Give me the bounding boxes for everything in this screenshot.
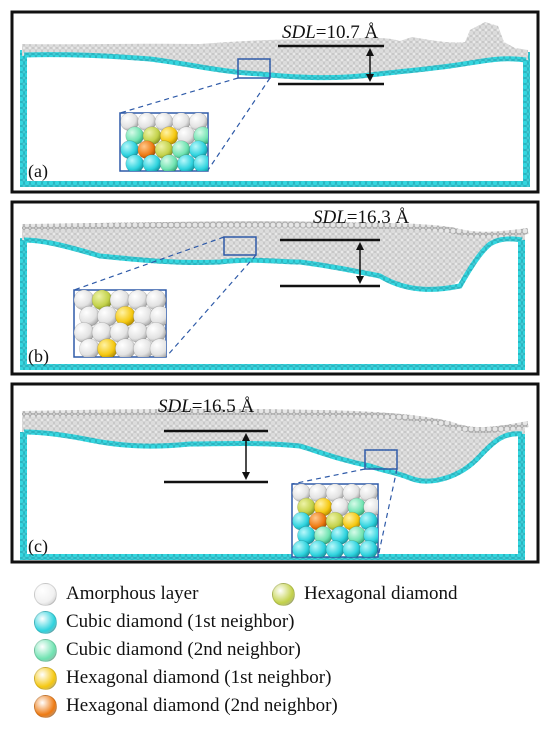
inset-atom-amorphous	[115, 338, 136, 357]
panel-a-interface	[23, 52, 527, 81]
panel-a-frame	[10, 10, 540, 194]
legend-amorphous-layer: Amorphous layer	[34, 581, 198, 607]
inset-atom-cubic-1st	[342, 540, 362, 557]
panel-b-inset-atoms	[74, 290, 166, 357]
panel-c-label: (c)	[28, 536, 48, 557]
legend-cubic-1st-label: Cubic diamond (1st neighbor)	[66, 611, 295, 632]
amorphous-swatch-icon	[34, 582, 57, 606]
panel-b-left-wall	[20, 238, 27, 366]
inset-atom-cubic-1st	[193, 154, 208, 171]
hex-1st-swatch-icon	[34, 666, 57, 690]
panel-b-sdl-label: SDL=16.3 Å	[313, 207, 410, 228]
panel-a-label: (a)	[28, 161, 48, 182]
panel-c-right-wall	[518, 432, 525, 556]
inset-atom-cubic-1st	[125, 154, 145, 171]
inset-atom-cubic-1st	[177, 154, 196, 171]
panel-b-right-wall	[518, 238, 525, 366]
legend-hexagonal-diamond: Hexagonal diamond	[272, 581, 458, 607]
panel-c-highlight-box	[364, 449, 398, 470]
inset-atom-cubic-1st	[308, 540, 328, 557]
panel-a-sdl-arrowhead-up	[366, 48, 374, 56]
panel-a-sdl-label: SDL=10.7 Å	[282, 22, 379, 43]
inset-atom-cubic-2nd	[159, 154, 179, 171]
panel-a-amorphous-layer	[22, 22, 528, 78]
panel-b-top-row	[21, 221, 529, 238]
panel-c-interface	[23, 429, 523, 484]
inset-atom-cubic-1st	[325, 540, 345, 557]
panel-a-highlight-box	[237, 58, 271, 79]
legend: Amorphous layer Hexagonal diamond Cubic …	[0, 578, 550, 746]
panel-a-zoom-line-left	[119, 77, 239, 114]
panel-c-zoom-line-right	[377, 468, 398, 558]
panel-c-inset-atoms	[292, 484, 378, 557]
panel-b-bottom-row	[20, 364, 525, 370]
panel-b-amorphous-layer	[22, 225, 525, 291]
inset-atom-cubic-1st	[142, 154, 162, 171]
panel-c-left-wall	[20, 432, 27, 556]
inset-atom-hex-1st	[97, 338, 118, 357]
panel-a-right-wall	[523, 52, 530, 186]
panel-a-bottom-row	[20, 181, 530, 187]
panel-b: SDL=16.3 Å (b)	[10, 200, 540, 376]
panel-c: SDL=16.5 Å (c)	[10, 382, 540, 564]
panel-b-interface	[23, 236, 523, 292]
legend-amorphous-label: Amorphous layer	[66, 583, 199, 604]
panel-b-highlight-box	[223, 236, 257, 256]
panel-a-inset-atoms	[120, 113, 208, 171]
hexagonal-diamond-swatch-icon	[272, 582, 295, 606]
cubic-2nd-swatch-icon	[34, 638, 57, 662]
panel-b-zoom-line-right	[165, 254, 257, 358]
legend-cubic-1st-neighbor: Cubic diamond (1st neighbor)	[34, 609, 295, 635]
inset-atom-amorphous	[79, 338, 100, 357]
panel-c-sdl-arrowhead-up	[242, 433, 250, 441]
panel-c-top-row	[21, 408, 529, 434]
panel-b-sdl-arrowhead-up	[356, 242, 364, 250]
cubic-1st-swatch-icon	[34, 610, 57, 634]
panel-b-label: (b)	[28, 346, 49, 367]
legend-cubic-2nd-neighbor: Cubic diamond (2nd neighbor)	[34, 637, 301, 663]
panel-a: SDL=10.7 Å (a)	[10, 10, 540, 194]
panel-a-zoom-line-right	[207, 77, 271, 171]
inset-atom-amorphous	[149, 338, 166, 357]
panel-c-sdl-label: SDL=16.5 Å	[158, 396, 255, 417]
legend-hex-2nd-label: Hexagonal diamond (2nd neighbor)	[66, 695, 338, 716]
panel-a-left-wall	[20, 50, 27, 186]
inset-atom-cubic-1st	[359, 540, 378, 557]
panel-c-sdl-arrowhead-down	[242, 472, 250, 480]
panel-a-sdl-arrowhead-down	[366, 74, 374, 82]
panel-c-amorphous-layer	[22, 412, 525, 482]
panel-c-zoom-line-left	[291, 468, 366, 485]
legend-hexagonal-2nd-neighbor: Hexagonal diamond (2nd neighbor)	[34, 693, 338, 719]
panel-b-sdl-arrowhead-down	[356, 276, 364, 284]
panel-c-bottom-row	[20, 554, 525, 560]
legend-hexagonal-diamond-label: Hexagonal diamond	[304, 583, 458, 604]
hex-2nd-swatch-icon	[34, 694, 57, 718]
inset-atom-cubic-1st	[292, 540, 311, 557]
legend-hexagonal-1st-neighbor: Hexagonal diamond (1st neighbor)	[34, 665, 331, 691]
legend-hex-1st-label: Hexagonal diamond (1st neighbor)	[66, 667, 332, 688]
legend-cubic-2nd-label: Cubic diamond (2nd neighbor)	[66, 639, 301, 660]
